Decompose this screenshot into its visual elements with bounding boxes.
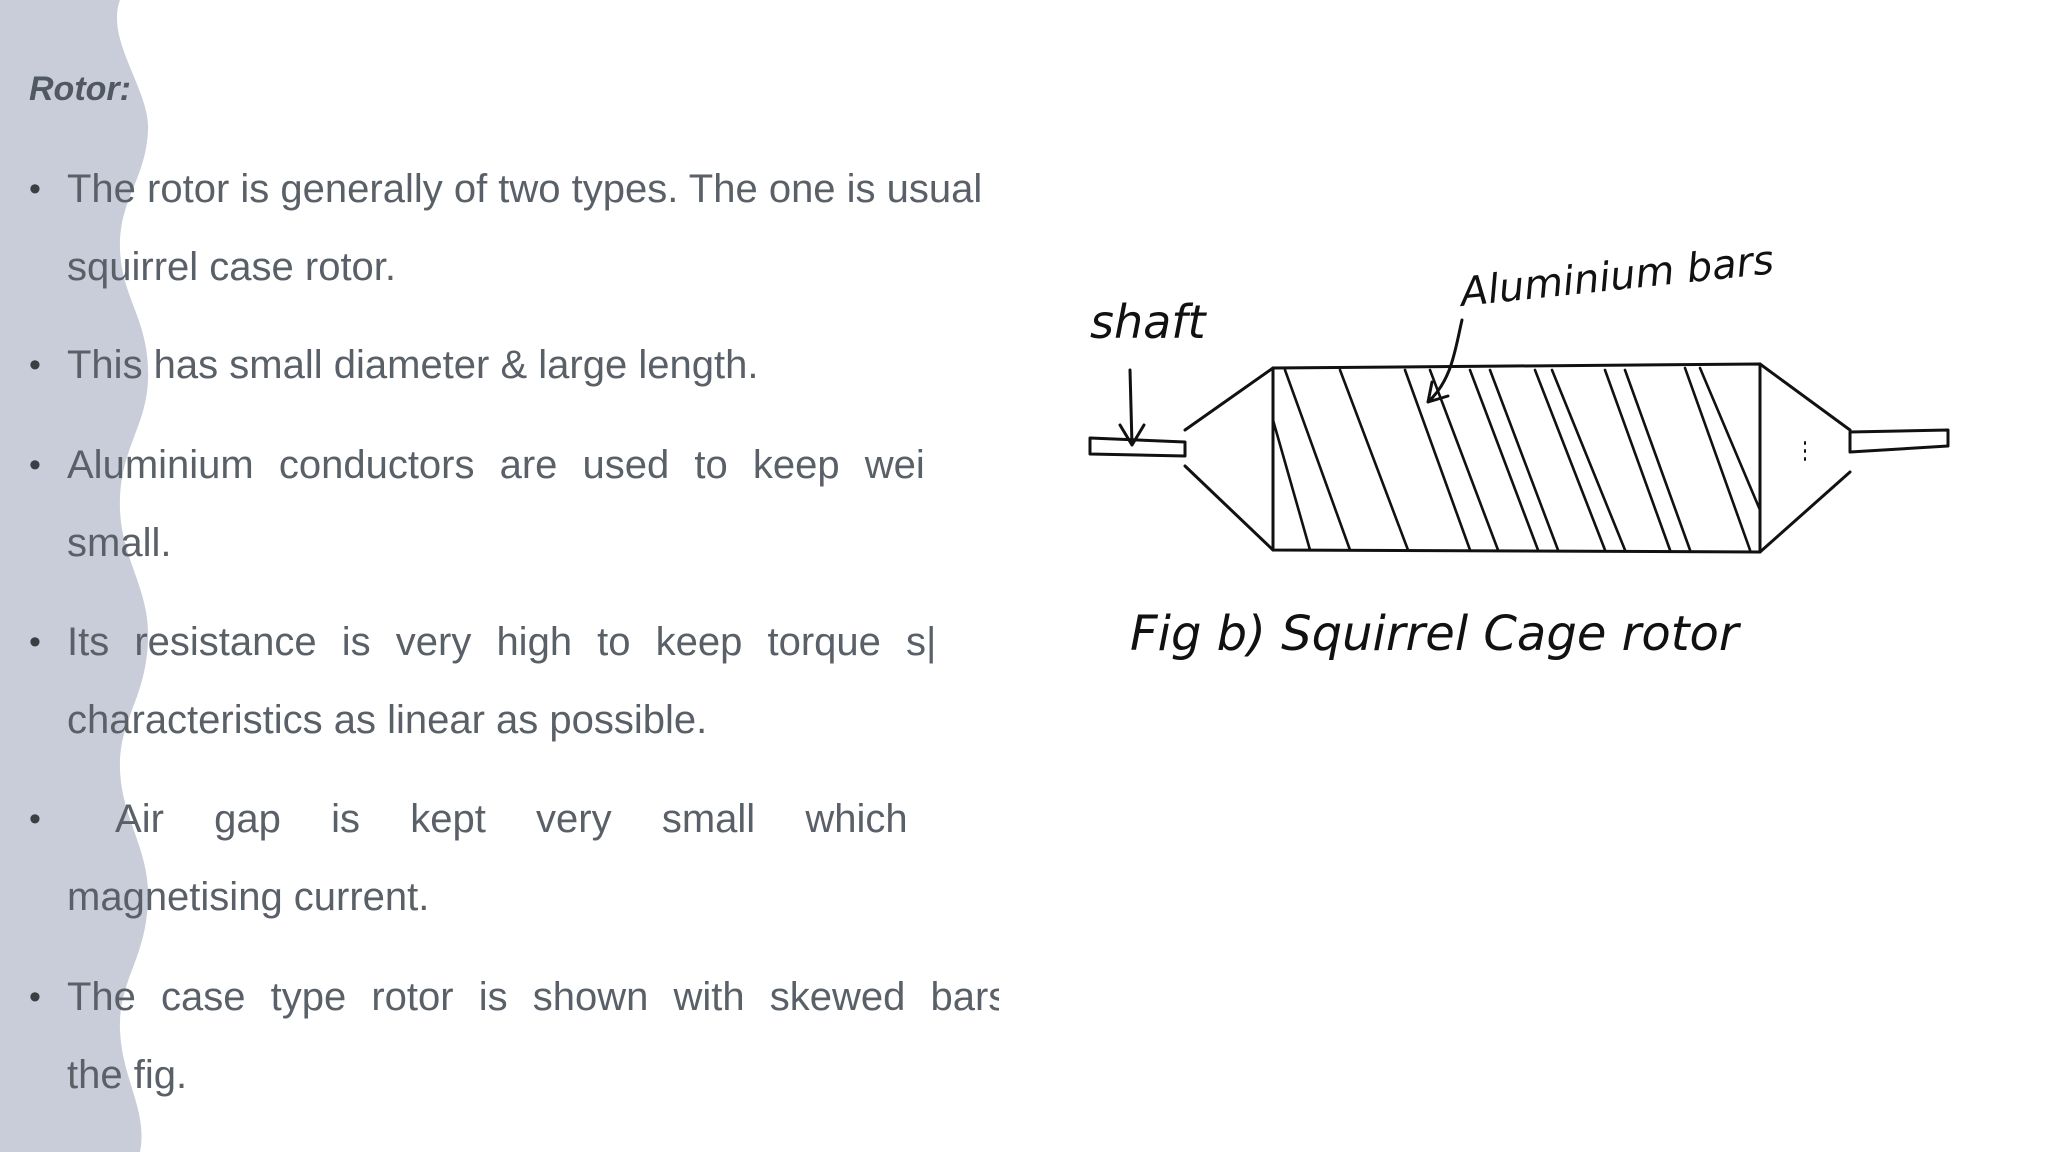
bullet-dot: • (29, 978, 41, 1016)
bullet-dot: • (29, 346, 41, 384)
bullet-5-line-2: magnetising current. (67, 875, 430, 919)
rotor-cylinder (1271, 362, 1762, 554)
bullet-1-line-2: squirrel case rotor. (67, 245, 397, 289)
right-shaft (1848, 428, 1950, 454)
decorative-wave-band (0, 0, 149, 1152)
shaft-pointer-arrow (1118, 368, 1146, 447)
bullet-3-line-1: Aluminium conductors are used to keep we… (67, 443, 925, 487)
bullet-6-line-2: the fig. (67, 1053, 188, 1097)
text-column: Rotor: • The rotor is generally of two t… (29, 0, 999, 1152)
bullet-3-line-2: small. (67, 521, 172, 565)
aluminium-bars-label: Aluminium bars (1455, 237, 1776, 316)
bullet-1-line-1: The rotor is generally of two types. The… (67, 167, 983, 211)
right-end-cone (1758, 362, 1852, 554)
bullet-6-line-1: The case type rotor is shown with skewed… (67, 975, 999, 1019)
bullet-4-line-1: Its resistance is very high to keep torq… (67, 620, 937, 664)
bullet-dot: • (29, 446, 41, 484)
left-end-cone (1183, 366, 1275, 552)
bullet-2-line-1: This has small diameter & large length. (67, 343, 759, 387)
skewed-aluminium-bars (1271, 366, 1762, 552)
bullet-4-line-2: characteristics as linear as possible. (67, 698, 708, 742)
figure-caption: Fig b) Squirrel Cage rotor (1130, 606, 1742, 662)
bullet-dot: • (29, 800, 41, 838)
bullet-5-line-1: Air gap is kept very small which (67, 797, 908, 841)
left-shaft (1088, 436, 1187, 458)
bullet-dot: • (29, 623, 41, 661)
squirrel-cage-rotor-diagram: shaft Aluminium bars Fig b) Squirrel Cag… (1088, 237, 1950, 662)
bullet-dot: • (29, 170, 41, 208)
shaft-label: shaft (1090, 295, 1208, 349)
bars-pointer-arrow (1426, 318, 1464, 404)
slide-heading: Rotor: (29, 70, 131, 108)
